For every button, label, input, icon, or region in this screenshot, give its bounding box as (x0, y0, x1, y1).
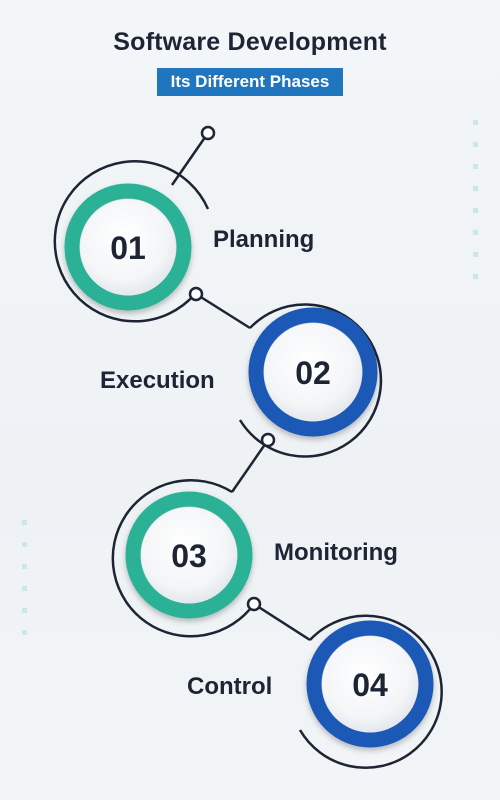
phase-01-connector-dot (200, 125, 216, 141)
connector-01-02 (188, 286, 251, 330)
phase-04: 04 (298, 614, 443, 769)
page-subtitle: Its Different Phases (156, 68, 344, 96)
phase-01-inner (80, 199, 176, 295)
phase-03-ring (125, 491, 253, 619)
phase-04-inner (322, 636, 418, 732)
phase-03-outer-arc (111, 478, 256, 638)
phase-01: 01 (53, 125, 216, 323)
phase-01-number: 01 (110, 230, 146, 266)
phase-04-ring (306, 620, 434, 748)
phase-04-number: 04 (352, 667, 388, 703)
phase-03-inner (141, 507, 237, 603)
subtitle-banner: Its Different Phases (0, 68, 500, 96)
phase-02-ring (248, 307, 378, 437)
connector-02-03 (230, 432, 276, 493)
phase-01-outer-arc (53, 160, 210, 323)
phase-02-inner (264, 323, 362, 421)
phase-04-outer-arc (298, 614, 443, 769)
phase-04-label: Control (187, 673, 273, 700)
phase-02-number: 02 (295, 355, 331, 391)
phase-01-label: Planning (213, 226, 315, 253)
connector-03-04 (246, 596, 311, 642)
phase-02: 02 (238, 303, 383, 458)
phase-03-number: 03 (171, 538, 207, 574)
decorative-dots (22, 120, 478, 635)
phase-03: 03 (111, 478, 256, 638)
phase-03-label: Monitoring (274, 539, 398, 566)
phase-02-outer-arc (238, 303, 383, 458)
page-title: Software Development (113, 28, 387, 56)
phase-01-ring (64, 183, 192, 311)
phase-01-connector (170, 132, 210, 186)
phase-02-label: Execution (100, 367, 215, 394)
